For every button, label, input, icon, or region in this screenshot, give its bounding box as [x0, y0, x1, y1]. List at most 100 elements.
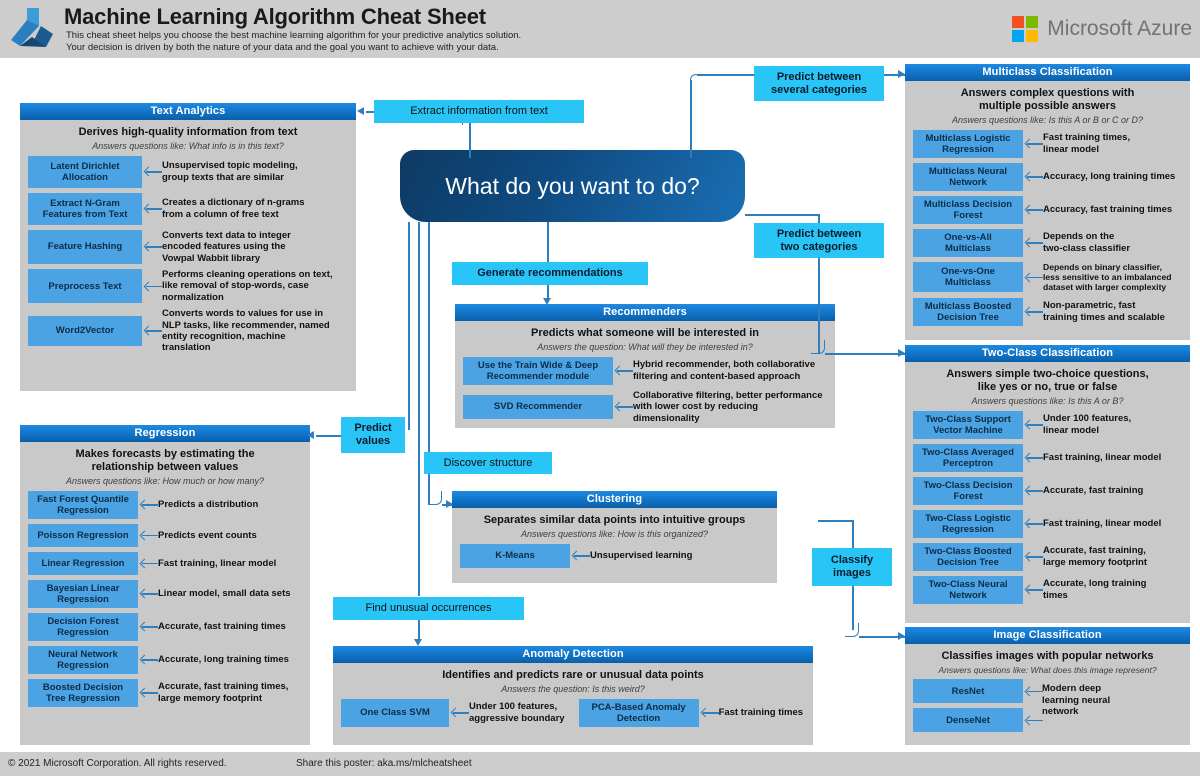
list-item[interactable]: K-Means Unsupervised learning	[460, 543, 769, 568]
algorithm-box[interactable]: Boosted Decision Tree Regression	[28, 678, 138, 707]
list-item[interactable]: Bayesian Linear Regression Linear model,…	[28, 579, 302, 608]
connector-image-corner	[845, 623, 859, 637]
algorithm-box[interactable]: Linear Regression	[28, 551, 138, 575]
list-item[interactable]: PCA-Based Anomaly Detection Fast trainin…	[578, 698, 803, 727]
algorithm-box[interactable]: Multiclass Decision Forest	[913, 195, 1023, 224]
list-item[interactable]: DenseNet	[913, 708, 1182, 733]
algorithm-description: Unsupervised topic modeling, group texts…	[162, 160, 298, 183]
algorithm-box[interactable]: One Class SVM	[341, 698, 449, 727]
algorithm-description: Depends on binary classifier, less sensi…	[1043, 261, 1172, 293]
panel-headline-multiclass: Answers complex questions with multiple …	[960, 87, 1135, 112]
algorithm-box[interactable]: Latent Dirichlet Allocation	[28, 155, 142, 188]
panel-anomaly-detection: Anomaly Detection Identifies and predict…	[333, 646, 813, 745]
list-item[interactable]: One-vs-All Multiclass Depends on the two…	[913, 228, 1182, 257]
decision-label-predict-between-several-categories[interactable]: Predict between several categories	[754, 66, 884, 101]
decision-label-discover-structure[interactable]: Discover structure	[424, 452, 552, 474]
arrow-icon	[613, 402, 633, 412]
decision-label-find-unusual-occurrences[interactable]: Find unusual occurrences	[333, 597, 524, 620]
list-item[interactable]: Boosted Decision Tree Regression Accurat…	[28, 678, 302, 707]
list-item[interactable]: SVD Recommender Collaborative filtering,…	[463, 390, 827, 424]
algorithm-box[interactable]: Bayesian Linear Regression	[28, 579, 138, 608]
algorithm-box[interactable]: Two-Class Logistic Regression	[913, 509, 1023, 538]
page-title: Machine Learning Algorithm Cheat Sheet	[64, 4, 486, 29]
list-item[interactable]: Feature Hashing Converts text data to in…	[28, 230, 348, 264]
list-item[interactable]: Two-Class Neural Network Accurate, long …	[913, 575, 1182, 604]
panel-title-two-class: Two-Class Classification	[905, 345, 1190, 362]
connector-multiclass-corner	[690, 74, 704, 88]
algorithm-box[interactable]: ResNet	[913, 679, 1023, 704]
algorithm-box[interactable]: Fast Forest Quantile Regression	[28, 490, 138, 519]
list-item[interactable]: Poisson Regression Predicts event counts	[28, 523, 302, 547]
list-item[interactable]: Use the Train Wide & Deep Recommender mo…	[463, 356, 827, 385]
list-item[interactable]: Neural Network Regression Accurate, long…	[28, 645, 302, 674]
algorithm-box[interactable]: Multiclass Logistic Regression	[913, 129, 1023, 158]
list-item[interactable]: Two-Class Support Vector Machine Under 1…	[913, 410, 1182, 439]
algorithm-box[interactable]: Multiclass Boosted Decision Tree	[913, 297, 1023, 326]
panel-headline-clustering: Separates similar data points into intui…	[483, 514, 746, 526]
decision-label-extract-information-from-text[interactable]: Extract information from text	[374, 100, 584, 123]
list-item[interactable]: Multiclass Decision Forest Accuracy, fas…	[913, 195, 1182, 224]
list-item[interactable]: Two-Class Logistic Regression Fast train…	[913, 509, 1182, 538]
algorithm-description: Accurate, long training times	[1043, 578, 1147, 601]
algorithm-box[interactable]: PCA-Based Anomaly Detection	[578, 698, 699, 727]
algorithm-box[interactable]: Neural Network Regression	[28, 645, 138, 674]
decision-label-predict-values[interactable]: Predict values	[341, 417, 405, 453]
panel-multiclass-classification: Multiclass Classification Answers comple…	[905, 64, 1190, 340]
algorithm-box[interactable]: K-Means	[460, 543, 570, 568]
arrow-icon	[138, 655, 158, 665]
decision-label-generate-recommendations[interactable]: Generate recommendations	[452, 262, 648, 285]
list-item[interactable]: One Class SVM Under 100 features, aggres…	[341, 698, 565, 727]
decision-label-classify-images[interactable]: Classify images	[812, 548, 892, 586]
algorithm-box[interactable]: Preprocess Text	[28, 269, 142, 304]
list-item[interactable]: Word2Vector Converts words to values for…	[28, 308, 348, 354]
panel-question-regression: Answers questions like: How much or how …	[65, 475, 265, 486]
list-item[interactable]: Two-Class Averaged Perceptron Fast train…	[913, 443, 1182, 472]
algorithm-box[interactable]: DenseNet	[913, 708, 1023, 733]
decision-label-predict-between-two-categories[interactable]: Predict between two categories	[754, 223, 884, 258]
connector-image-feed	[818, 520, 852, 522]
list-item[interactable]: Decision Forest Regression Accurate, fas…	[28, 612, 302, 641]
algorithm-box[interactable]: One-vs-One Multiclass	[913, 262, 1023, 293]
algorithm-box[interactable]: Two-Class Decision Forest	[913, 476, 1023, 505]
list-item[interactable]: Preprocess Text Performs cleaning operat…	[28, 269, 348, 304]
list-item[interactable]: One-vs-One Multiclass Depends on binary …	[913, 262, 1182, 293]
panel-question-anomaly-detection: Answers the question: Is this weird?	[501, 683, 645, 694]
algorithm-box[interactable]: Word2Vector	[28, 315, 142, 346]
microsoft-squares-icon	[1012, 16, 1039, 42]
list-item[interactable]: ResNet	[913, 679, 1182, 704]
list-item[interactable]: Multiclass Logistic Regression Fast trai…	[913, 129, 1182, 158]
list-item[interactable]: Two-Class Boosted Decision Tree Accurate…	[913, 542, 1182, 571]
arrow-icon	[1023, 453, 1043, 463]
connector-twoclass-corner	[811, 340, 825, 354]
algorithm-box[interactable]: SVD Recommender	[463, 394, 613, 419]
algorithm-box[interactable]: Multiclass Neural Network	[913, 162, 1023, 191]
list-item[interactable]: Linear Regression Fast training, linear …	[28, 551, 302, 575]
algorithm-box[interactable]: Feature Hashing	[28, 229, 142, 264]
algorithm-description: Fast training, linear model	[1043, 452, 1162, 464]
algorithm-box[interactable]: Two-Class Averaged Perceptron	[913, 443, 1023, 472]
list-item[interactable]: Fast Forest Quantile Regression Predicts…	[28, 490, 302, 519]
arrow-icon	[142, 326, 162, 336]
arrow-icon	[138, 530, 158, 540]
algorithm-box[interactable]: Two-Class Boosted Decision Tree	[913, 542, 1023, 571]
arrowhead-clustering	[446, 500, 453, 508]
algorithm-box[interactable]: Two-Class Support Vector Machine	[913, 410, 1023, 439]
panel-image-classification: Image Classification Classifies images w…	[905, 627, 1190, 745]
algorithm-box[interactable]: Extract N-Gram Features from Text	[28, 192, 142, 225]
list-item[interactable]: Multiclass Boosted Decision Tree Non-par…	[913, 297, 1182, 326]
algorithm-box[interactable]: Poisson Regression	[28, 523, 138, 547]
arrow-icon	[1023, 585, 1043, 595]
arrowhead-regression	[307, 431, 314, 439]
algorithm-description: Hybrid recommender, both collaborative f…	[633, 359, 816, 382]
algorithm-box[interactable]: Use the Train Wide & Deep Recommender mo…	[463, 356, 613, 385]
list-item[interactable]: Extract N-Gram Features from Text Create…	[28, 192, 348, 225]
algorithm-box[interactable]: One-vs-All Multiclass	[913, 228, 1023, 257]
share-link[interactable]: Share this poster: aka.ms/mlcheatsheet	[296, 758, 472, 769]
algorithm-box[interactable]: Two-Class Neural Network	[913, 575, 1023, 604]
algorithm-description: Predicts event counts	[158, 529, 257, 541]
list-item[interactable]: Latent Dirichlet Allocation Unsupervised…	[28, 155, 348, 188]
algorithm-box[interactable]: Decision Forest Regression	[28, 612, 138, 641]
list-item[interactable]: Multiclass Neural Network Accuracy, long…	[913, 162, 1182, 191]
algorithm-description: Converts text data to integer encoded fe…	[162, 229, 291, 264]
list-item[interactable]: Two-Class Decision Forest Accurate, fast…	[913, 476, 1182, 505]
